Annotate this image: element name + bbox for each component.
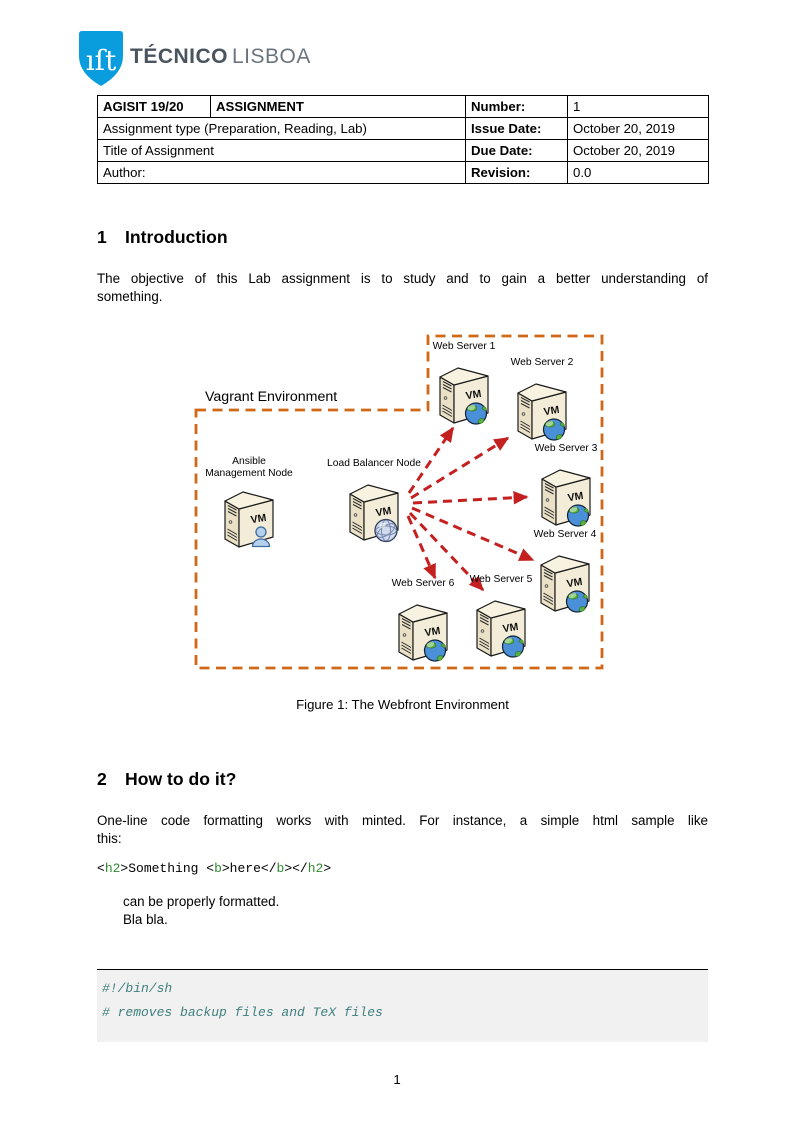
code-token: </ [292, 861, 308, 876]
vm-badge: VM [543, 404, 561, 418]
code-token-tag: h2 [104, 861, 121, 876]
assignment-info-table: AGISIT 19/20 ASSIGNMENT Number: 1 Assign… [97, 95, 709, 184]
vm-badge: VM [465, 388, 483, 402]
vm-badge: VM [424, 625, 442, 639]
cell-number-value: 1 [567, 95, 709, 118]
cell-issue-value: October 20, 2019 [567, 117, 709, 140]
load-balancer-arrow [412, 490, 529, 505]
cell-revision-label: Revision: [465, 161, 568, 184]
node-label: Web Server 1 [433, 341, 496, 352]
cell-issue-label: Issue Date: [465, 117, 568, 140]
globe-icon [423, 639, 447, 662]
shell-code-line: # removes backup files and TeX files [102, 1005, 383, 1020]
paragraph-line: something. [97, 288, 163, 304]
note-line: Bla bla. [123, 911, 168, 927]
ist-logo: ıſt [78, 30, 124, 92]
globe-icon [565, 590, 589, 613]
paragraph-line: One-line code formatting works with mint… [97, 813, 708, 828]
vagrant-environment-border [194, 334, 604, 670]
logo-name-secondary: LISBOA [232, 45, 311, 68]
globe-icon [464, 402, 488, 425]
cell-assignment-type: Assignment type (Preparation, Reading, L… [97, 117, 466, 140]
table-row: Assignment type (Preparation, Reading, L… [97, 117, 709, 140]
load-balancer-arrow [410, 436, 510, 500]
globe-icon [501, 635, 525, 658]
load-balancer-arrow [407, 426, 455, 494]
code-token: >Something [120, 861, 207, 876]
node-web-server-4: VM [540, 555, 590, 613]
section-2-paragraph: One-line code formatting works with mint… [97, 812, 708, 847]
vm-badge: VM [250, 512, 268, 526]
node-label: Ansible [232, 456, 266, 467]
ist-shield-icon: ıſt [79, 31, 123, 86]
code-token: < [97, 861, 105, 876]
cell-due-label: Due Date: [465, 139, 568, 162]
node-label: Web Server 6 [392, 578, 455, 589]
section-1-heading: 1 Introduction [97, 227, 228, 247]
node-web-server-2: VM [517, 383, 567, 441]
node-label: Management Node [205, 468, 293, 479]
load-balancer-arrow [406, 515, 437, 580]
code-token: > [323, 861, 332, 876]
svg-text:ıſt: ıſt [86, 44, 117, 77]
note-block: can be properly formatted. Bla bla. [123, 893, 279, 928]
node-web-server-5: VM [476, 600, 526, 658]
vm-badge: VM [375, 505, 393, 519]
cell-revision-value: 0.0 [567, 161, 709, 184]
code-token: >here [221, 861, 261, 876]
code-token-tag: b [276, 861, 285, 876]
node-label: Web Server 3 [535, 443, 598, 454]
node-web-server-3: VM [541, 469, 591, 527]
paragraph-line: The objective of this Lab assignment is … [97, 271, 708, 286]
note-line: can be properly formatted. [123, 894, 280, 909]
cell-number-label: Number: [465, 95, 568, 118]
code-token-tag: h2 [307, 861, 324, 876]
section-number: 1 [97, 227, 107, 247]
cell-course: AGISIT 19/20 [97, 95, 211, 118]
inline-code-sample: <h2>Something <b>here</b></h2> [97, 861, 331, 876]
section-1-paragraph: The objective of this Lab assignment is … [97, 270, 708, 305]
network-globe-icon [374, 518, 398, 543]
code-token: </ [260, 861, 277, 876]
node-web-server-1: VM [439, 367, 489, 425]
code-token: < [206, 861, 215, 876]
code-token-tag: b [214, 861, 222, 876]
vm-badge: VM [566, 576, 584, 590]
section-number: 2 [97, 769, 107, 789]
node-label: Load Balancer Node [327, 458, 421, 469]
load-balancer-arrow [408, 511, 485, 592]
cell-due-value: October 20, 2019 [567, 139, 709, 162]
code-token: > [284, 861, 293, 876]
node-web-server-6: VM [398, 604, 448, 662]
cell-title: Title of Assignment [97, 139, 466, 162]
node-ansible-management-node: VM [224, 491, 274, 548]
table-row: AGISIT 19/20 ASSIGNMENT Number: 1 [97, 95, 709, 118]
table-row: Author: Revision: 0.0 [97, 161, 709, 184]
shell-code-block: #!/bin/sh # removes backup files and TeX … [97, 969, 708, 1042]
table-row: Title of Assignment Due Date: October 20… [97, 139, 709, 162]
section-title: Introduction [125, 227, 228, 247]
node-label: Web Server 4 [534, 529, 597, 540]
shell-code-line: #!/bin/sh [102, 981, 173, 996]
paragraph-line: this: [97, 830, 122, 846]
node-label: Web Server 5 [470, 574, 533, 585]
vagrant-environment-label: Vagrant Environment [205, 389, 337, 405]
section-2-heading: 2 How to do it? [97, 769, 236, 789]
globe-icon [566, 504, 590, 527]
person-icon [251, 526, 271, 548]
cell-author: Author: [97, 161, 466, 184]
globe-icon [542, 418, 566, 441]
load-balancer-arrow [411, 506, 535, 562]
section-title: How to do it? [125, 769, 237, 789]
logo-name-primary: TÉCNICO [130, 45, 228, 68]
vm-badge: VM [567, 490, 585, 504]
vm-badge: VM [502, 621, 520, 635]
page-number: 1 [393, 1072, 401, 1087]
node-load-balancer-node: VM [349, 484, 399, 543]
figure-caption: Figure 1: The Webfront Environment [296, 697, 509, 712]
node-label: Web Server 2 [511, 357, 574, 368]
cell-doc-type: ASSIGNMENT [210, 95, 466, 118]
